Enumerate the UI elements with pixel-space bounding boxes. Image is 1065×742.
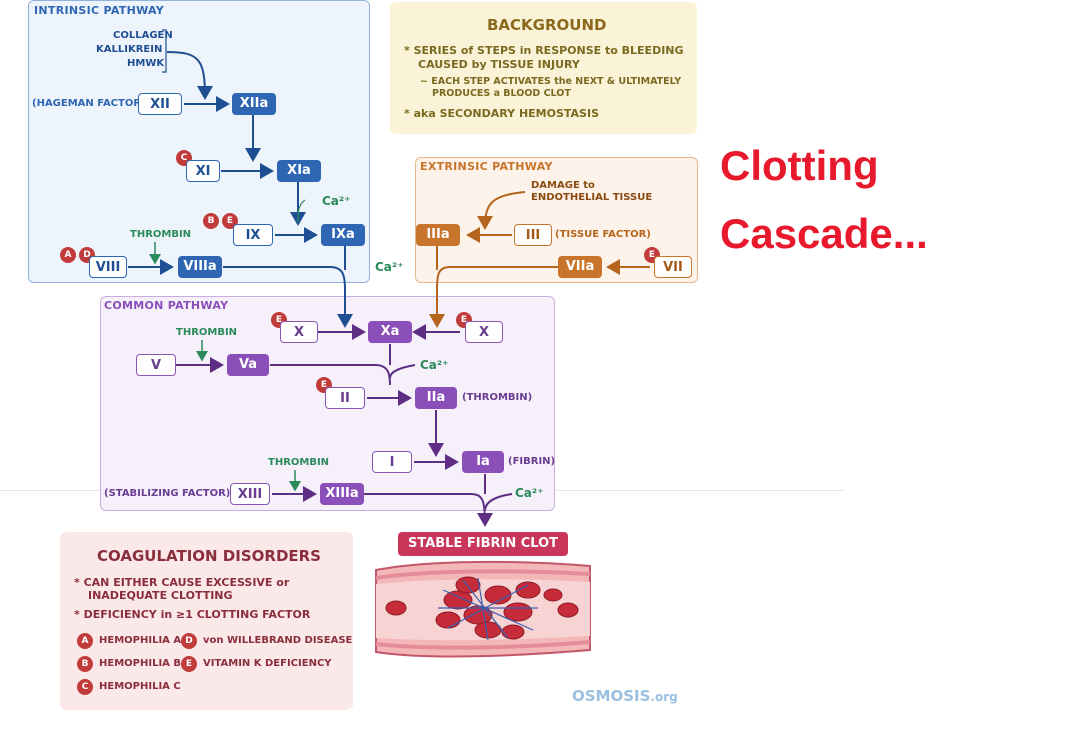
disorders-panel — [60, 532, 353, 710]
factor-xii: XII — [138, 93, 182, 115]
hageman-label: (HAGEMAN FACTOR) — [32, 98, 146, 109]
damage-label: ENDOTHELIAL TISSUE — [531, 192, 653, 203]
factor-xia: XIa — [277, 160, 321, 182]
factor-va: Va — [227, 354, 269, 376]
factor-v: V — [136, 354, 176, 376]
disorder-hemophilia-a: HEMOPHILIA A — [99, 635, 182, 646]
factor-i: I — [372, 451, 412, 473]
disorder-hemophilia-c: HEMOPHILIA C — [99, 681, 181, 692]
background-title: BACKGROUND — [487, 16, 607, 34]
thrombin-label-viii: THROMBIN — [130, 229, 192, 240]
badge-b: B — [77, 656, 93, 672]
badge-e: E — [181, 656, 197, 672]
factor-iiia: IIIa — [416, 224, 460, 246]
ca-ion-extrinsic: Ca²⁺ — [375, 260, 404, 274]
background-line: * SERIES of STEPS in RESPONSE to BLEEDIN… — [404, 44, 684, 57]
background-line: CAUSED by TISSUE INJURY — [418, 58, 580, 71]
headline-line-1: Clotting — [720, 142, 879, 189]
stabilizing-factor-label: (STABILIZING FACTOR) — [104, 488, 231, 499]
badge-b-ix: B — [203, 213, 219, 229]
stable-fibrin-clot-label: STABLE FIBRIN CLOT — [398, 532, 568, 556]
disorders-line: * DEFICIENCY in ≥1 CLOTTING FACTOR — [74, 608, 311, 621]
factor-xi: XI — [186, 160, 220, 182]
factor-iii: III — [514, 224, 552, 246]
damage-label: DAMAGE to — [531, 180, 595, 191]
disorders-line: INADEQUATE CLOTTING — [88, 589, 233, 602]
factor-viia: VIIa — [558, 256, 602, 278]
disorder-vitamin-k: VITAMIN K DEFICIENCY — [203, 658, 332, 669]
factor-ia: Ia — [462, 451, 504, 473]
badge-d: D — [181, 633, 197, 649]
blood-vessel-clot-illustration — [375, 560, 591, 658]
factor-viiia: VIIIa — [178, 256, 222, 278]
factor-ixa: IXa — [321, 224, 365, 246]
disorders-title: COAGULATION DISORDERS — [97, 547, 321, 565]
factor-x-left: X — [280, 321, 318, 343]
ca-ion-common-2: Ca²⁺ — [515, 486, 544, 500]
background-line: PRODUCES a BLOOD CLOT — [432, 88, 571, 99]
badge-c: C — [77, 679, 93, 695]
factor-xiia: XIIa — [232, 93, 276, 115]
osmosis-logo-main: OSMOSIS — [572, 687, 651, 705]
intrinsic-title: INTRINSIC PATHWAY — [34, 4, 165, 17]
osmosis-logo-suffix: .org — [650, 690, 678, 704]
background-line: ~ EACH STEP ACTIVATES the NEXT & ULTIMAT… — [420, 76, 682, 87]
trigger-kallikrein: KALLIKREIN — [96, 44, 163, 55]
thrombin-label-v: THROMBIN — [176, 327, 238, 338]
badge-a-viii: A — [60, 247, 76, 263]
thrombin-product-label: (THROMBIN) — [462, 392, 533, 403]
fibrin-label: (FIBRIN) — [508, 456, 556, 467]
factor-xa: Xa — [368, 321, 412, 343]
factor-ii: II — [325, 387, 365, 409]
headline-line-2: Cascade... — [720, 210, 928, 257]
factor-xiii: XIII — [230, 483, 270, 505]
factor-ix: IX — [233, 224, 273, 246]
intrinsic-pathway-panel — [28, 0, 370, 283]
factor-xiiia: XIIIa — [320, 483, 364, 505]
badge-a: A — [77, 633, 93, 649]
tissue-factor-label: (TISSUE FACTOR) — [555, 229, 651, 240]
ca-ion-ixa: Ca²⁺ — [322, 194, 351, 208]
common-title: COMMON PATHWAY — [104, 299, 229, 312]
osmosis-logo: OSMOSIS.org — [572, 687, 678, 705]
disorder-von-willebrand: von WILLEBRAND DISEASE — [203, 635, 353, 646]
factor-vii: VII — [654, 256, 692, 278]
background-panel — [390, 2, 697, 134]
factor-x-right: X — [465, 321, 503, 343]
factor-viii: VIII — [89, 256, 127, 278]
background-line: * aka SECONDARY HEMOSTASIS — [404, 107, 599, 120]
disorder-hemophilia-b: HEMOPHILIA B — [99, 658, 182, 669]
disorders-line: * CAN EITHER CAUSE EXCESSIVE or — [74, 576, 290, 589]
thrombin-label-xiii: THROMBIN — [268, 457, 330, 468]
factor-iia: IIa — [415, 387, 457, 409]
extrinsic-title: EXTRINSIC PATHWAY — [420, 160, 553, 173]
ca-ion-common-1: Ca²⁺ — [420, 358, 449, 372]
trigger-hmwk: HMWK — [127, 58, 165, 69]
trigger-collagen: COLLAGEN — [113, 30, 173, 41]
